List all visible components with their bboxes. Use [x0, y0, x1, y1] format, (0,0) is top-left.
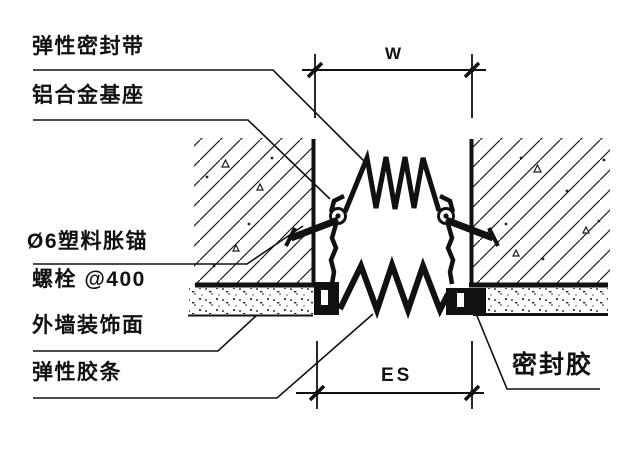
sealant-and-base-feet	[314, 282, 486, 315]
leader-sealant	[474, 310, 600, 390]
dimension-es-label: ES	[381, 365, 412, 386]
label-elastic-rubber-strip: 弹性胶条	[32, 361, 122, 384]
label-aluminum-alloy-base: 铝合金基座	[32, 84, 145, 107]
leader-elastic-sealing-strip	[33, 69, 366, 163]
elastic-rubber-strip-profile	[337, 255, 451, 320]
label-sealant: 密封胶	[512, 351, 594, 379]
aggregate-dots	[504, 156, 606, 261]
leader-wall-finish	[33, 314, 258, 352]
right-anchor-bolt	[444, 216, 500, 247]
left-anchor-bolt	[284, 216, 340, 247]
left-aluminum-base	[328, 193, 347, 285]
right-aluminum-base	[437, 193, 456, 285]
wall-finish-band-right	[473, 288, 608, 316]
leader-aluminum-base	[33, 119, 331, 200]
label-anchor-line2: 螺栓 @400	[32, 268, 146, 291]
dimension-w: W	[302, 44, 486, 118]
right-wall-concrete-section	[473, 138, 610, 285]
label-anchor-line1: Ø6塑料胀锚	[27, 230, 149, 253]
dimension-w-label: W	[385, 44, 402, 63]
dimension-es: ES	[296, 341, 484, 409]
wall-edges	[195, 139, 608, 288]
label-exterior-wall-finish: 外墙装饰面	[32, 314, 145, 337]
leader-rubber-strip	[33, 313, 374, 399]
label-elastic-sealing-strip: 弹性密封带	[32, 35, 145, 58]
wall-finish-band-left	[188, 288, 313, 317]
left-wall-concrete-section	[194, 138, 313, 285]
elastic-sealing-strip-profile	[342, 149, 442, 213]
leader-anchor-bolt	[33, 225, 304, 265]
